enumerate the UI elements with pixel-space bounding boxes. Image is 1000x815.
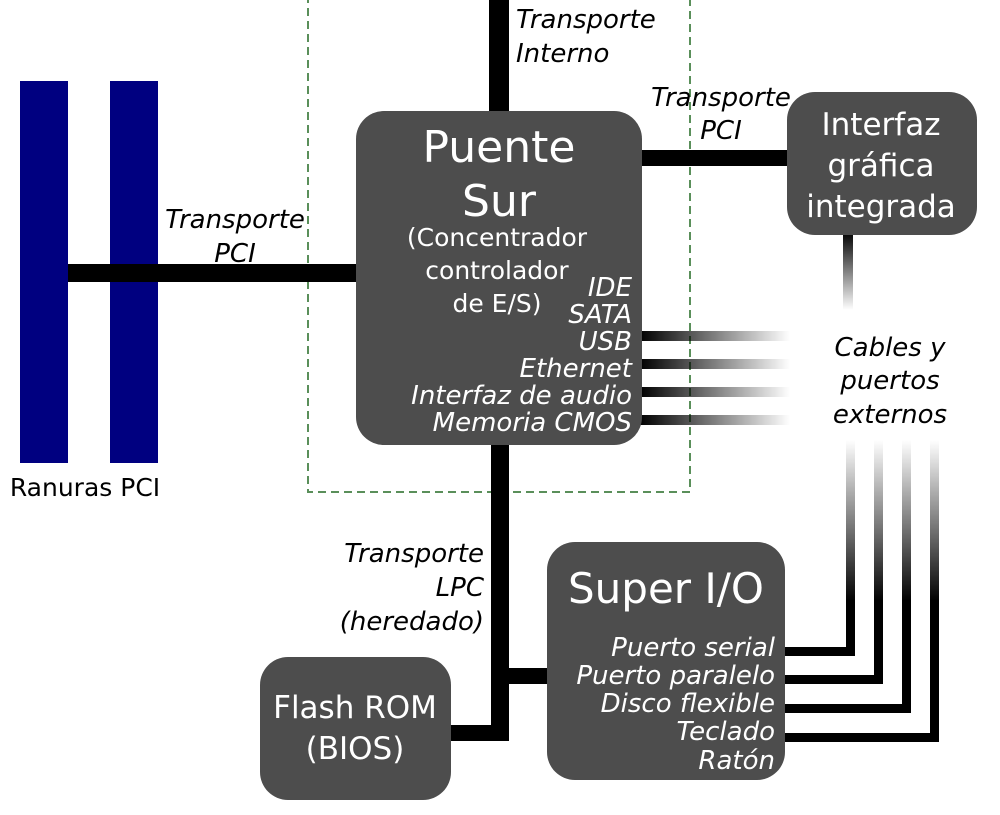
super-io-box: Super I/O Puerto serial Puerto paralelo … (547, 542, 785, 780)
keyboard-line-h (783, 733, 939, 742)
serial-line-h (783, 647, 855, 656)
lpc-bus-flash (449, 725, 509, 741)
super-io-title: Super I/O (568, 564, 764, 613)
iface-ide: IDE (588, 273, 633, 303)
pci-bus-left (68, 264, 358, 282)
ethernet-line (640, 359, 790, 369)
keyboard-line-v (930, 600, 939, 742)
iface-sata: SATA (568, 300, 632, 330)
pci-slots-label: Ranuras PCI (10, 473, 160, 502)
pci-bus-top-label-1: Transporte (651, 83, 791, 113)
lpc-label-3: (heredado) (340, 607, 484, 637)
south-bridge-box: Puente Sur (Concentrador controlador de … (356, 111, 642, 445)
floppy-line-fade (902, 440, 911, 602)
keyboard-line-fade (930, 440, 939, 602)
south-bridge-sub-2: controlador (425, 256, 569, 285)
iface-audio: Interfaz de audio (411, 381, 632, 411)
port-keyboard: Teclado (676, 717, 775, 747)
lpc-label-1: Transporte (344, 539, 484, 569)
port-mouse: Ratón (698, 746, 775, 776)
graphics-box: Interfaz gráfica integrada (787, 92, 977, 235)
iface-usb: USB (579, 327, 632, 357)
internal-bus-label-2: Interno (516, 39, 609, 69)
south-bridge-title-2: Sur (462, 176, 537, 227)
serial-line-v (846, 600, 855, 656)
internal-bus (489, 0, 509, 112)
parallel-line-h (783, 675, 883, 684)
pci-bus-top-label-2: PCI (700, 116, 742, 146)
south-bridge-sub-3: de E/S) (452, 289, 541, 318)
south-bridge-sub-1: (Concentrador (407, 223, 588, 252)
port-floppy: Disco flexible (601, 689, 775, 719)
iface-ethernet: Ethernet (520, 354, 633, 384)
external-label-1: Cables y (834, 333, 946, 363)
pci-slot-1 (20, 81, 68, 463)
parallel-line-v (874, 600, 883, 684)
flash-line-1: Flash ROM (273, 690, 437, 726)
iface-cmos: Memoria CMOS (433, 408, 632, 438)
cmos-line (640, 415, 790, 425)
serial-line-fade (846, 440, 855, 602)
flash-rom-box: Flash ROM (BIOS) (260, 657, 451, 800)
internal-bus-label-1: Transporte (516, 5, 656, 35)
flash-line-2: (BIOS) (306, 731, 405, 767)
parallel-line-fade (874, 440, 883, 602)
port-serial: Puerto serial (611, 633, 776, 663)
graphics-line-3: integrada (806, 189, 956, 225)
audio-line (640, 387, 790, 397)
pci-bus-graphics (640, 150, 790, 166)
lpc-bus-vertical (491, 444, 509, 741)
pci-bus-left-label-1: Transporte (165, 205, 305, 235)
floppy-line-v (902, 600, 911, 713)
graphics-line-2: gráfica (828, 148, 935, 184)
pci-bus-left-label-2: PCI (214, 239, 256, 269)
port-parallel: Puerto paralelo (576, 661, 775, 691)
external-label-2: puertos (839, 366, 939, 396)
floppy-line-h (783, 704, 911, 713)
south-bridge-title-1: Puente (423, 122, 576, 173)
graphics-line-1: Interfaz (822, 107, 941, 143)
external-label-3: externos (833, 400, 947, 430)
graphics-output-line (843, 232, 853, 310)
lpc-label-2: LPC (436, 573, 485, 603)
lpc-bus-superio (509, 668, 549, 684)
usb-line (640, 331, 790, 341)
